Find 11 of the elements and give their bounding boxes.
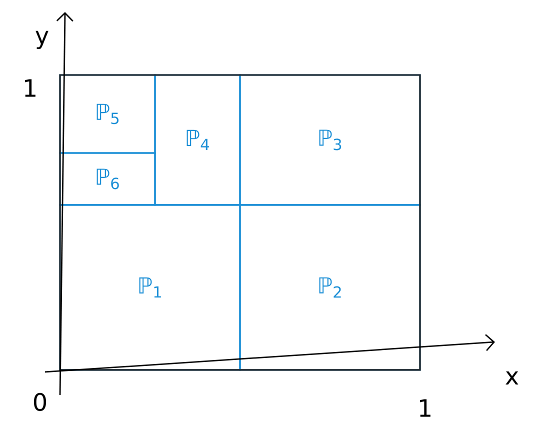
axis-label: 0: [34, 392, 46, 412]
region-box: ℙ$_{2}$: [239, 204, 421, 371]
axis-label: 1: [420, 399, 430, 417]
axis-label: 1: [25, 79, 36, 97]
axis-label: x: [506, 371, 518, 385]
region-box: ℙ$_{3}$: [239, 74, 421, 206]
region-box: ℙ$_{4}$: [154, 74, 241, 206]
axis-label: y: [36, 30, 48, 50]
region-box: ℙ$_{6}$: [59, 152, 156, 206]
region-box: ℙ$_{5}$: [59, 74, 156, 154]
region-box: ℙ$_{1}$: [59, 204, 241, 371]
